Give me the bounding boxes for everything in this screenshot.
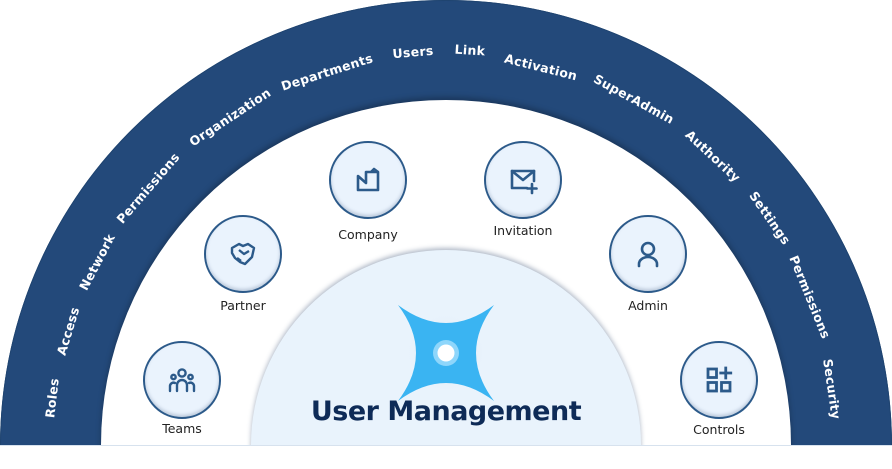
- node-controls-button[interactable]: [680, 341, 758, 419]
- node-label-controls: Controls: [693, 422, 745, 437]
- handshake-icon: [227, 238, 259, 270]
- node-label-partner: Partner: [220, 298, 266, 313]
- mail-plus-icon: [507, 164, 539, 196]
- node-label-admin: Admin: [628, 298, 668, 313]
- node-company-button[interactable]: [329, 141, 407, 219]
- node-label-invitation: Invitation: [493, 223, 553, 238]
- node-teams-button[interactable]: [143, 341, 221, 419]
- star-logo-icon: [398, 305, 494, 401]
- node-invitation-button[interactable]: [484, 141, 562, 219]
- node-admin-button[interactable]: [609, 215, 687, 293]
- users-group-icon: [166, 364, 198, 396]
- user-icon: [632, 238, 664, 270]
- factory-building-icon: [352, 164, 384, 196]
- node-partner-button[interactable]: [204, 215, 282, 293]
- node-label-teams: Teams: [162, 421, 202, 436]
- node-label-company: Company: [338, 227, 398, 242]
- ring-label-link: Link: [454, 41, 486, 59]
- page-title: User Management: [310, 396, 582, 427]
- grid-plus-icon: [703, 364, 735, 396]
- baseline-divider: [0, 445, 892, 446]
